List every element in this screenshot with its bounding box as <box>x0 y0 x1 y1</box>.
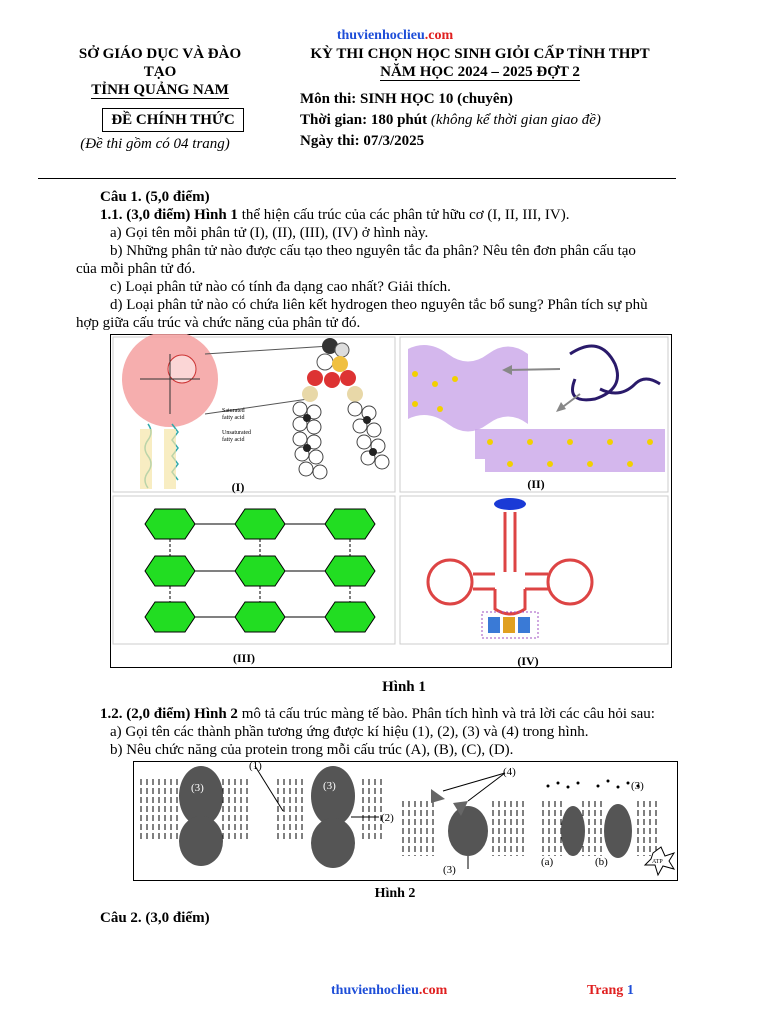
svg-text:(3): (3) <box>323 780 336 792</box>
part-1-1-a: a) Gọi tên mỗi phân tử (I), (II), (III),… <box>110 225 429 241</box>
figure-2-caption: Hình 2 <box>374 886 416 901</box>
page-number: Trang 1 <box>587 983 634 999</box>
site-name: thuvienhoclieu <box>336 28 425 43</box>
page-num: 1 <box>626 983 634 998</box>
svg-text:Saturated: Saturated <box>222 408 245 414</box>
panel-iii-polysaccharide <box>112 495 396 645</box>
label-iii: (III) <box>233 651 255 665</box>
svg-text:ATP: ATP <box>652 859 663 865</box>
svg-text:(3): (3) <box>443 864 456 876</box>
label-i: (I) <box>232 480 245 494</box>
question-1-title: Câu 1. (5,0 điểm) <box>100 189 210 205</box>
svg-text:(2): (2) <box>381 812 394 824</box>
svg-text:(3): (3) <box>631 780 644 792</box>
part-1-1-d-cont: hợp giữa cấu trúc và chức năng của phân … <box>76 315 361 331</box>
site-footer-link[interactable]: thuvienhoclieu.com <box>331 983 447 999</box>
svg-text:Unsaturated: Unsaturated <box>222 430 251 436</box>
subject-row: Môn thi: SINH HỌC 10 (chuyên) <box>300 91 513 107</box>
figure-2: (3) (3) (1) (2) (4) (3) (3) <box>133 761 678 881</box>
part-1-1-b-cont: của mỗi phân tử đó. <box>76 261 196 277</box>
site-domain: .com <box>424 28 454 43</box>
figure-1-caption: Hình 1 <box>382 679 426 695</box>
site-header-link[interactable]: thuvienhoclieu.com <box>0 28 768 44</box>
time-row: Thời gian: 180 phút (không kể thời gian … <box>300 112 601 128</box>
svg-text:fatty acid: fatty acid <box>222 414 245 421</box>
exam-title-line1: KỲ THI CHỌN HỌC SINH GIỎI CẤP TỈNH THPT <box>310 46 650 62</box>
department-line2: TẠO <box>143 64 177 80</box>
pages-note: (Đề thi gồm có 04 trang) <box>80 136 230 152</box>
part-1-1-d: d) Loại phân tử nào có chứa liên kết hyd… <box>110 297 648 313</box>
official-exam-box: ĐỀ CHÍNH THỨC <box>102 108 244 132</box>
part-1-2-a: a) Gọi tên các thành phần tương ứng được… <box>110 724 589 740</box>
exam-title: KỲ THI CHỌN HỌC SINH GIỎI CẤP TỈNH THPT … <box>270 45 690 81</box>
footer-site-domain: .com <box>418 983 448 998</box>
exam-title-line2: NĂM HỌC 2024 – 2025 ĐỢT 2 <box>380 64 580 81</box>
part-1-1-b: b) Những phân tử nào được cấu tạo theo n… <box>110 243 636 259</box>
page-label: Trang <box>587 983 624 998</box>
label-ii: (II) <box>527 477 544 491</box>
department-line1: SỞ GIÁO DỤC VÀ ĐÀO <box>78 46 242 62</box>
membrane-b: (3) (1) (2) <box>249 761 394 868</box>
label-iv: (IV) <box>517 654 538 668</box>
membrane-d: (3) (a) (b) ATP <box>541 779 676 877</box>
svg-text:(1): (1) <box>249 761 262 772</box>
membrane-c: (4) (3) <box>402 766 524 876</box>
part-1-1-intro: 1.1. (3,0 điểm) Hình 1 thể hiện cấu trúc… <box>100 207 570 223</box>
panel-iv-trna <box>399 495 669 645</box>
panel-ii-protein <box>399 336 669 493</box>
svg-text:fatty acid: fatty acid <box>222 436 245 443</box>
exam-info: Môn thi: SINH HỌC 10 (chuyên) Thời gian:… <box>300 89 601 152</box>
part-1-2-block: 1.2. (2,0 điểm) Hình 2 mô tả cấu trúc mà… <box>76 705 712 759</box>
province-name: TỈNH QUẢNG NAM <box>91 82 229 99</box>
part-1-2-intro: 1.2. (2,0 điểm) Hình 2 mô tả cấu trúc mà… <box>100 706 655 722</box>
footer-site-name: thuvienhoclieu <box>331 983 419 998</box>
svg-text:(4): (4) <box>503 766 516 778</box>
question-1-block: Câu 1. (5,0 điểm) 1.1. (3,0 điểm) Hình 1… <box>76 188 712 332</box>
header-divider <box>38 178 676 179</box>
svg-text:(a): (a) <box>541 856 554 868</box>
part-1-2-b: b) Nêu chức năng của protein trong mỗi c… <box>110 742 514 758</box>
date-row: Ngày thi: 07/3/2025 <box>300 133 425 149</box>
panel-i-phospholipid: Saturated fatty acid Unsaturated fatty a… <box>112 334 396 493</box>
question-2-title: Câu 2. (3,0 điểm) <box>100 910 210 926</box>
membrane-a: (3) <box>140 766 248 866</box>
part-1-1-c: c) Loại phân tử nào có tính đa dạng cao … <box>110 279 451 295</box>
svg-text:(b): (b) <box>595 856 608 868</box>
figure-1: Saturated fatty acid Unsaturated fatty a… <box>110 334 672 668</box>
department-name: SỞ GIÁO DỤC VÀ ĐÀO TẠO TỈNH QUẢNG NAM <box>55 45 265 99</box>
svg-text:(3): (3) <box>191 782 204 794</box>
